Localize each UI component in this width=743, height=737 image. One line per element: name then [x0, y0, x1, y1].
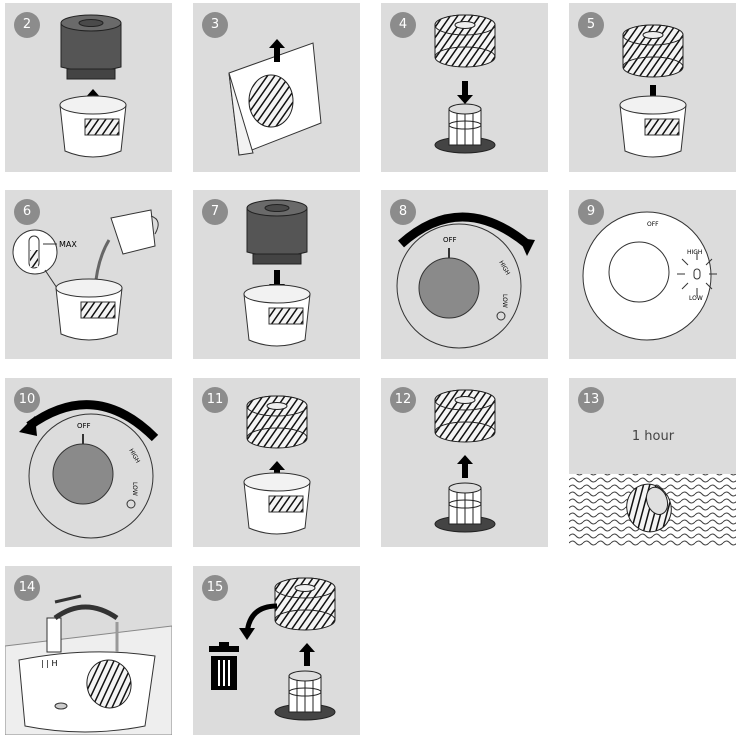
step-15-illustration: [209, 577, 336, 721]
step-panel-10: OFF HIGH LOW 10: [5, 378, 172, 547]
step-number-badge: 3: [202, 12, 228, 38]
low-label: LOW: [131, 482, 138, 496]
step-panel-5: 5: [569, 3, 736, 172]
step-number-badge: 6: [14, 199, 40, 225]
step-8-illustration: OFF HIGH LOW: [396, 212, 535, 349]
off-label: OFF: [77, 422, 91, 430]
step-panel-3: 3: [193, 3, 360, 172]
low-label: LOW: [501, 294, 508, 308]
step-number-badge: 13: [578, 387, 604, 413]
step-10-illustration: OFF HIGH LOW: [19, 400, 159, 539]
step-panel-2: 2: [5, 3, 172, 172]
step-panel-14: | | H 14: [5, 566, 172, 735]
step-panel-13: 1 hour 13: [569, 378, 736, 547]
step-14-illustration: | | H: [5, 594, 172, 735]
low-label: LOW: [689, 295, 703, 302]
step-panel-4: 4: [381, 3, 548, 172]
step-panel-6: MAX 6: [5, 190, 172, 359]
step-number-badge: 4: [390, 12, 416, 38]
trash-bin-icon: [209, 642, 239, 690]
off-label: OFF: [443, 236, 457, 244]
step-13-illustration: 1 hour: [569, 429, 736, 547]
step-panel-9: OFF HIGH LOW 9: [569, 190, 736, 359]
step-3-illustration: [228, 39, 322, 156]
high-label: HIGH: [687, 249, 702, 256]
step-number-badge: 9: [578, 199, 604, 225]
step-number-badge: 15: [202, 575, 228, 601]
step-number-badge: 14: [14, 575, 40, 601]
faucet-hot-label: | | H: [41, 659, 58, 668]
step-panel-8: OFF HIGH LOW 8: [381, 190, 548, 359]
max-label: MAX: [59, 240, 77, 249]
step-6-illustration: MAX: [12, 209, 159, 341]
high-label: HIGH: [497, 260, 511, 277]
step-number-badge: 11: [202, 387, 228, 413]
step-9-illustration: OFF HIGH LOW: [582, 211, 717, 341]
step-number-badge: 7: [202, 199, 228, 225]
step-number-badge: 5: [578, 12, 604, 38]
step-number-badge: 12: [390, 387, 416, 413]
step-panel-11: 11: [193, 378, 360, 547]
step-panel-15: 15: [193, 566, 360, 735]
step-number-badge: 2: [14, 12, 40, 38]
off-label: OFF: [647, 221, 659, 228]
duration-label: 1 hour: [632, 429, 675, 444]
step-number-badge: 10: [14, 387, 40, 413]
step-panel-7: 7: [193, 190, 360, 359]
high-label: HIGH: [127, 448, 141, 465]
step-number-badge: 8: [390, 199, 416, 225]
step-panel-12: 12: [381, 378, 548, 547]
